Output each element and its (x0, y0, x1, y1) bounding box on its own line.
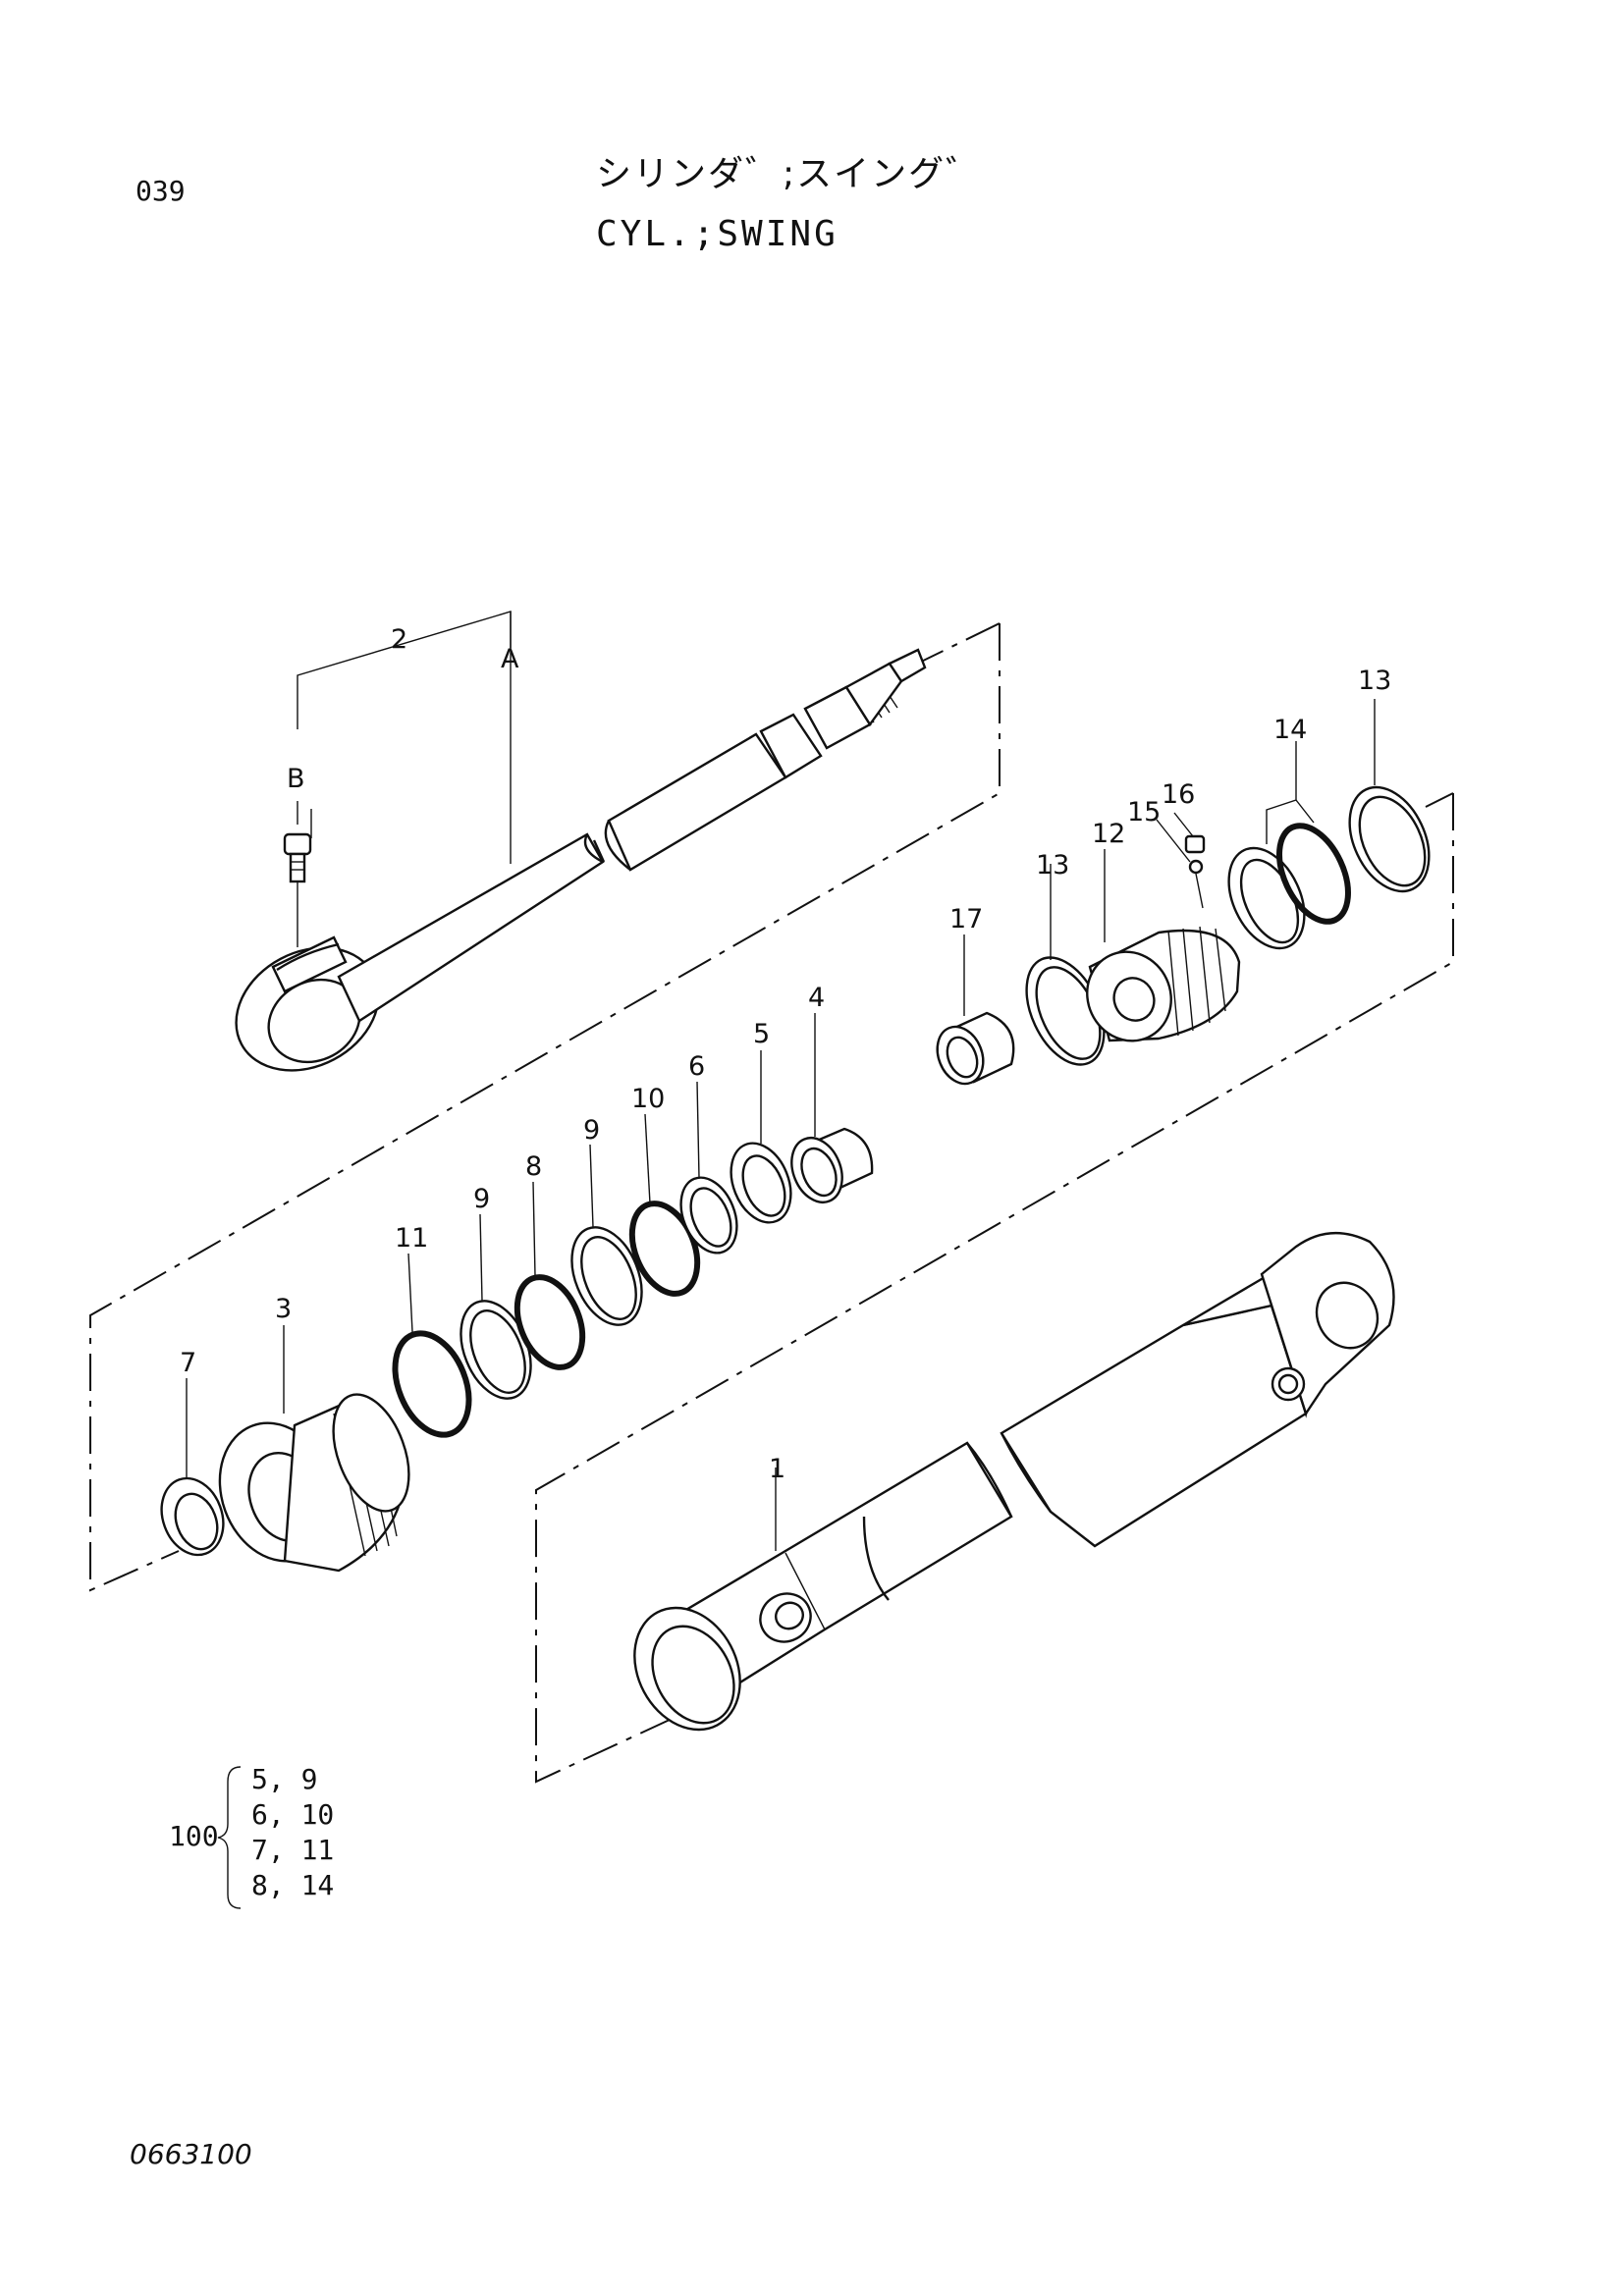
part-11-o-ring (392, 1330, 472, 1438)
drawing-number: 0663100 (130, 2138, 252, 2170)
page-number: 039 (135, 175, 186, 207)
callout-9-left: 9 (473, 1184, 490, 1214)
callout-5: 5 (753, 1019, 770, 1049)
callout-4: 4 (808, 983, 825, 1013)
callout-14: 14 (1273, 715, 1307, 745)
part-4-bushing (790, 1127, 874, 1203)
kit-number: 100 (169, 1820, 219, 1852)
callout-9-right: 9 (583, 1115, 600, 1146)
callout-12: 12 (1092, 819, 1125, 849)
callout-7: 7 (180, 1348, 196, 1378)
part-1-cylinder-tube (633, 1232, 1395, 1732)
piston-group (535, 699, 1454, 1784)
kit-row-1: 5, 9 (251, 1763, 317, 1795)
callout-13-right: 13 (1358, 666, 1391, 696)
callout-3: 3 (275, 1294, 292, 1324)
kit-row-4: 8, 14 (251, 1869, 334, 1901)
callout-8: 8 (525, 1151, 542, 1182)
callout-15: 15 (1127, 797, 1161, 828)
callout-1: 1 (769, 1454, 785, 1484)
callout-2: 2 (391, 624, 407, 655)
callout-6: 6 (688, 1051, 705, 1082)
callout-13-left: 13 (1036, 850, 1069, 881)
part-3-cylinder-head (218, 1393, 410, 1573)
callout-16: 16 (1162, 779, 1195, 810)
title-japanese: シリンダ゛;スイング゛ (596, 154, 984, 194)
callout-B: B (287, 764, 305, 794)
callout-10: 10 (631, 1084, 665, 1114)
kit-row-3: 7, 11 (251, 1834, 334, 1866)
grease-nipple (283, 832, 312, 883)
part-16-set-screw (1184, 834, 1206, 854)
part-17-bushing (936, 1011, 1015, 1086)
kit-row-2: 6, 10 (251, 1798, 334, 1831)
title-english: CYL.;SWING (596, 214, 839, 254)
rod-group (89, 611, 1001, 1592)
part-14-o-ring (1276, 823, 1351, 925)
part-8-o-ring (514, 1274, 586, 1370)
callout-leaders (186, 1013, 816, 1477)
part-15-steel-ball (1188, 859, 1204, 875)
callout-labels: 2 A B 13 14 16 15 12 13 17 4 5 6 10 9 8 … (180, 624, 1391, 1484)
callout-17: 17 (949, 904, 983, 934)
callout-11: 11 (395, 1223, 428, 1254)
seal-kit-parts (160, 1127, 874, 1573)
piston-rod-body (337, 648, 927, 1023)
part-12-piston (1086, 926, 1241, 1042)
callout-A: A (501, 644, 519, 674)
kit-composition: 100 5, 9 6, 10 7, 11 8, 14 (169, 1763, 334, 1909)
